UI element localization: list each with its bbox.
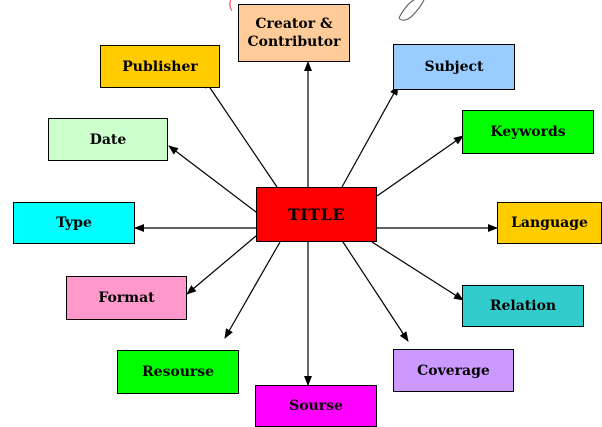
node-title-center: TITLE: [256, 187, 377, 242]
node-format: Format: [66, 276, 187, 320]
arrow-to-date: [168, 145, 257, 213]
arrow-to-relation: [371, 241, 464, 301]
node-relation: Relation: [462, 285, 584, 327]
arrow-to-subject: [341, 85, 399, 188]
cropped-red-mark: (: [228, 0, 234, 13]
node-keywords: Keywords: [462, 110, 594, 154]
node-language: Language: [497, 202, 602, 244]
node-date: Date: [48, 118, 168, 161]
node-publisher: Publisher: [100, 45, 220, 88]
node-type: Type: [13, 202, 135, 244]
sketch-stroke-decoration: [398, 0, 425, 21]
arrow-to-resourse: [224, 241, 281, 339]
node-creator-contributor: Creator & Contributor: [238, 4, 350, 62]
arrow-to-keywords: [376, 135, 464, 197]
node-subject: Subject: [393, 44, 515, 90]
node-sourse: Sourse: [255, 385, 377, 427]
node-resourse: Resourse: [117, 350, 239, 394]
arrow-to-format: [186, 235, 257, 295]
arrow-to-publisher: [203, 78, 278, 188]
arrow-to-coverage: [342, 241, 409, 342]
node-coverage: Coverage: [393, 349, 514, 392]
